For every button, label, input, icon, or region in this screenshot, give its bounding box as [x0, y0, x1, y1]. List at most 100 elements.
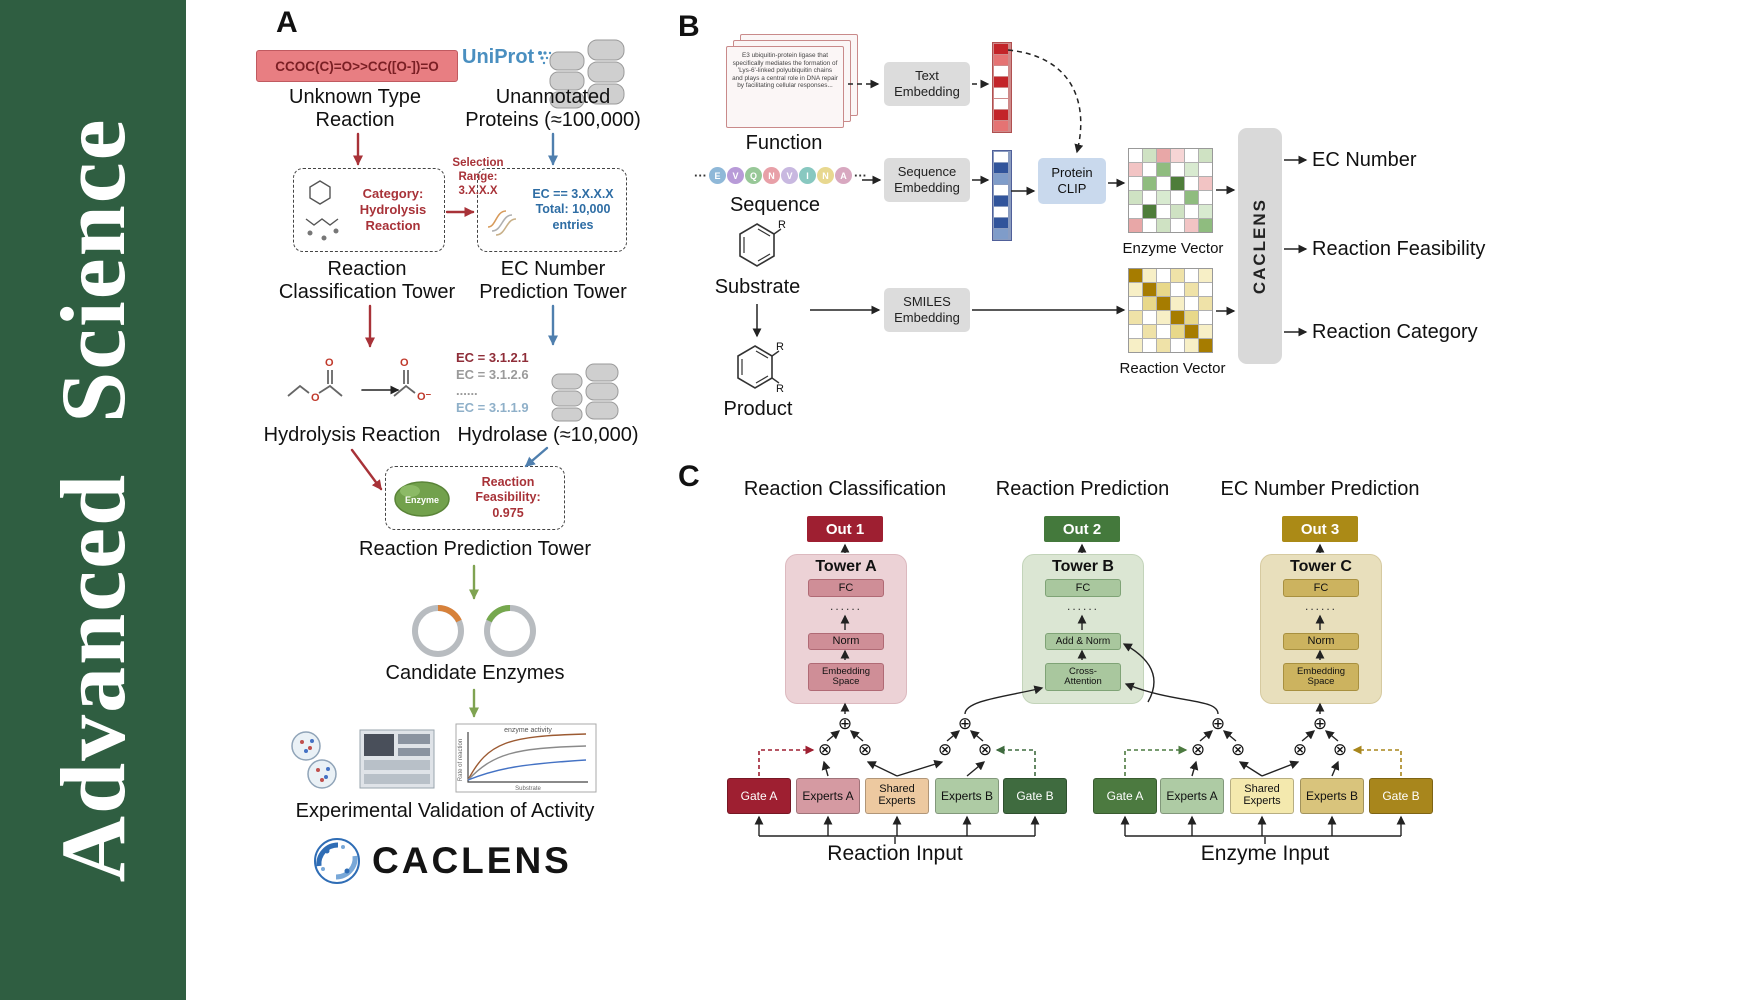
uniprot-dots-icon	[538, 50, 552, 64]
enzyme-vector-label: Enzyme Vector	[1122, 240, 1224, 257]
output-reaction-category: Reaction Category	[1312, 321, 1478, 343]
molecule-doodle-icon	[305, 180, 339, 241]
hydrolase-label: Hydrolase (≈10,000)	[457, 424, 639, 446]
product-label: Product	[723, 398, 793, 420]
reaction-vector-grid	[1128, 268, 1213, 353]
atom-label: O⁻	[417, 391, 432, 403]
plasmid-icons	[412, 604, 536, 657]
tower-a-dots: ......	[829, 599, 862, 613]
sum-operator: ⊕	[1312, 714, 1328, 734]
multiply-operator: ⊗	[977, 740, 993, 760]
substrate-structure: R	[739, 219, 786, 267]
multiply-operator: ⊗	[1230, 740, 1246, 760]
header-ec-number-prediction: EC Number Prediction	[1220, 478, 1420, 500]
atom-label: O	[400, 357, 409, 369]
sum-operator: ⊕	[1210, 714, 1226, 734]
multiply-operator: ⊗	[1332, 740, 1348, 760]
smiles-reaction-box: CCOC(C)=O>>CC([O-])=O	[256, 50, 458, 82]
out-1-box: Out 1	[807, 516, 883, 542]
selection-range-label: Selection Range: 3.X.X.X	[452, 157, 504, 197]
tower-b-panel: Tower B FC ...... Add & Norm Cross- Atte…	[1022, 554, 1144, 704]
plot-xlabel: Substrate	[515, 786, 541, 792]
atom-label: O	[311, 392, 320, 404]
ec-box-text: EC == 3.X.X.X Total: 10,000 entries	[532, 186, 614, 232]
uniprot-logo-text: UniProt	[462, 46, 535, 68]
category-box-text: Category: Hydrolysis Reaction	[359, 185, 427, 234]
enzyme-shared-experts-box: Shared Experts	[1230, 778, 1294, 814]
curves-icon	[487, 210, 517, 236]
enzyme-blob-icon: Enzyme	[394, 481, 450, 517]
uniprot-logo: UniProt	[462, 46, 553, 69]
multiply-operator: ⊗	[1292, 740, 1308, 760]
tower-c-title: Tower C	[1290, 558, 1352, 575]
experimental-validation-graphics: enzyme activity Substrate Rate of reacti…	[291, 723, 597, 793]
journal-name: Advanced Science	[42, 117, 144, 883]
smiles-embedding-box: SMILES Embedding	[884, 288, 970, 332]
output-reaction-feasibility: Reaction Feasibility	[1312, 238, 1486, 260]
enzyme-experts-a-box: Experts A	[1160, 778, 1224, 814]
sequence-ellipsis: ···	[694, 168, 707, 183]
ec-tower-label: EC Number Prediction Tower	[479, 258, 627, 303]
ec-selection-box: EC == 3.X.X.X Total: 10,000 entries	[477, 168, 627, 252]
hydrolysis-structures: O O O O⁻	[287, 357, 432, 404]
classification-tower-label: Reaction Classification Tower	[278, 258, 456, 303]
feasibility-text: Reaction Feasibility: 0.975	[475, 474, 541, 520]
substrate-label: Substrate	[714, 276, 801, 298]
experimental-validation-label: Experimental Validation of Activity	[295, 800, 595, 822]
out-3-box: Out 3	[1282, 516, 1358, 542]
unknown-type-label: Unknown Type Reaction	[289, 86, 421, 131]
sum-operator: ⊕	[837, 714, 853, 734]
enzyme-vector-grid	[1128, 148, 1213, 233]
unannotated-proteins-label: Unannotated Proteins (≈100,000)	[465, 86, 641, 131]
caclens-fusion-box: CACLENS	[1238, 128, 1282, 364]
panel-c-label: C	[678, 460, 700, 493]
protein-database-icon	[549, 39, 625, 109]
tower-a-fc: FC	[808, 579, 884, 597]
text-embedding-vector	[992, 42, 1012, 133]
sequence-label: Sequence	[729, 194, 821, 216]
tower-a-panel: Tower A FC ...... Norm Embedding Space	[785, 554, 907, 704]
candidate-enzymes-label: Candidate Enzymes	[385, 662, 565, 684]
sequence-ellipsis: ···	[854, 168, 867, 183]
enzyme-experts-b-box: Experts B	[1300, 778, 1364, 814]
reaction-experts-b-box: Experts B	[935, 778, 999, 814]
substituent-label: R	[776, 341, 784, 353]
enzyme-gate-b-box: Gate B	[1369, 778, 1433, 814]
caclens-wordmark: CACLENS	[372, 840, 572, 881]
multiply-operator: ⊗	[937, 740, 953, 760]
sum-operator: ⊕	[957, 714, 973, 734]
reaction-gate-b-box: Gate B	[1003, 778, 1067, 814]
multiply-operator: ⊗	[857, 740, 873, 760]
hydrolysis-reaction-label: Hydrolysis Reaction	[263, 424, 441, 446]
function-card-front: E3 ubiquitin-protein ligase that specifi…	[726, 46, 844, 128]
output-ec-number: EC Number	[1312, 149, 1417, 171]
tower-b-fc: FC	[1045, 579, 1121, 597]
tower-a-embedding-space: Embedding Space	[808, 663, 884, 691]
function-label: Function	[745, 132, 823, 154]
enzyme-gate-a-box: Gate A	[1093, 778, 1157, 814]
enzyme-blob-label: Enzyme	[405, 495, 439, 505]
substituent-label: R	[776, 383, 784, 395]
tower-c-embedding-space: Embedding Space	[1283, 663, 1359, 691]
atom-label: O	[325, 357, 334, 369]
out-2-box: Out 2	[1044, 516, 1120, 542]
hydrolase-database-icon	[551, 363, 619, 422]
product-structure: R R	[737, 341, 784, 395]
substituent-label: R	[778, 219, 786, 231]
function-card-stack: E3 ubiquitin-protein ligase that specifi…	[726, 34, 858, 130]
tower-c-norm: Norm	[1283, 633, 1359, 650]
enzyme-input-label: Enzyme Input	[1200, 842, 1330, 865]
reaction-input-label: Reaction Input	[827, 842, 963, 865]
multiply-operator: ⊗	[817, 740, 833, 760]
multiply-operator: ⊗	[1190, 740, 1206, 760]
header-reaction-prediction: Reaction Prediction	[995, 478, 1170, 500]
plot-legend: enzyme activity	[504, 727, 552, 734]
feasibility-box: Enzyme Reaction Feasibility: 0.975	[385, 466, 565, 530]
tower-b-dots: ......	[1066, 599, 1099, 613]
sequence-embedding-vector	[992, 150, 1012, 241]
reaction-gate-a-box: Gate A	[727, 778, 791, 814]
tower-b-cross-attention: Cross- Attention	[1045, 663, 1121, 691]
